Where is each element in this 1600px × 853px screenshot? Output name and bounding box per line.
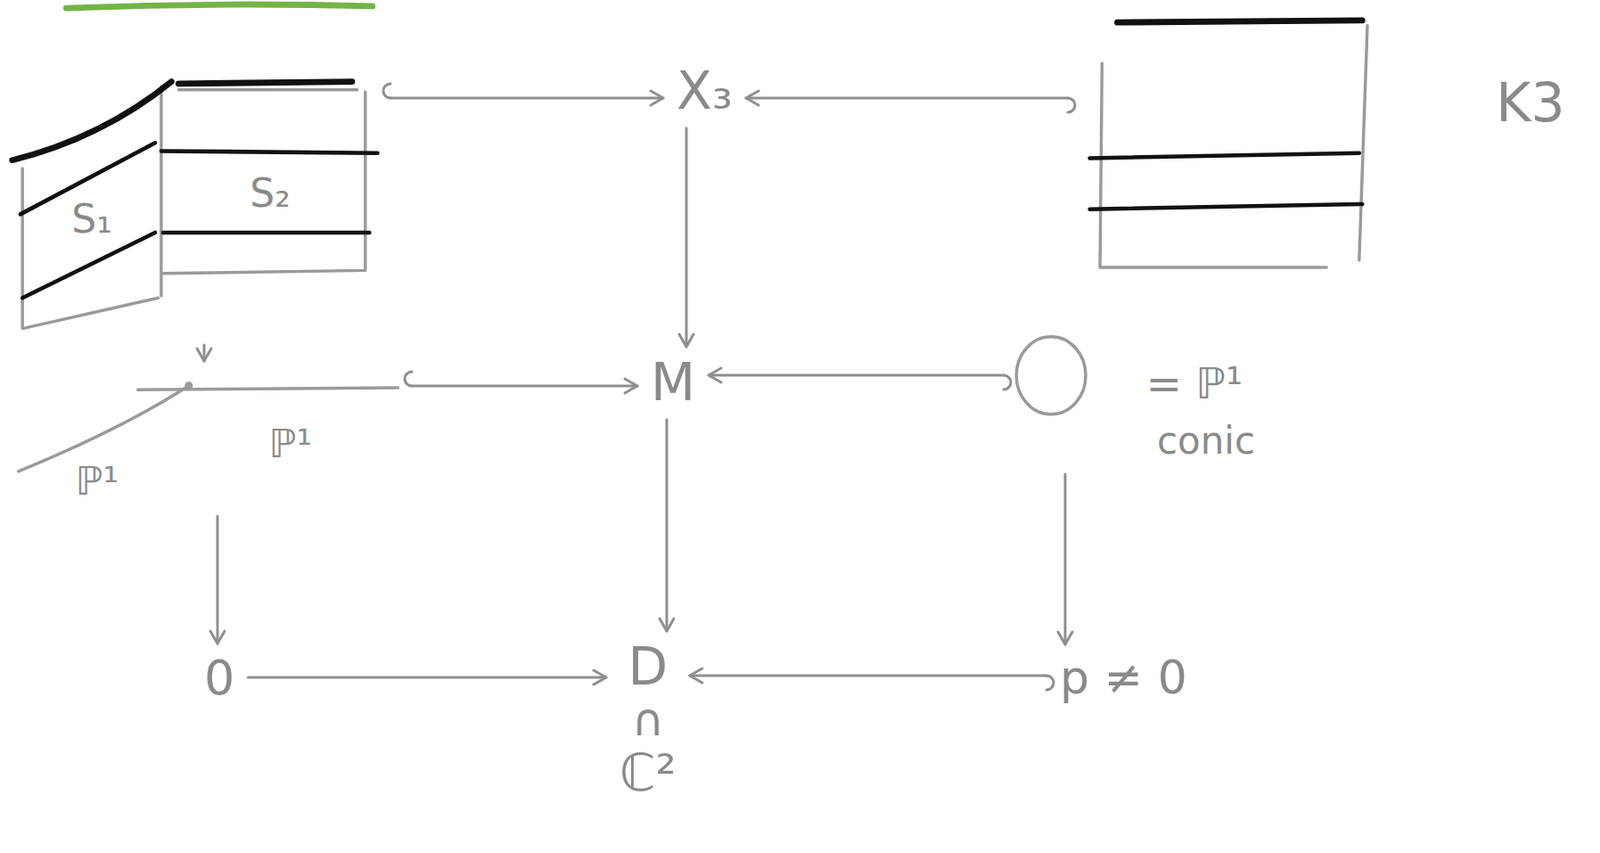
- conic-circle: [1016, 336, 1086, 415]
- map-arrow: [689, 674, 1047, 678]
- arrow-group: [196, 344, 212, 362]
- arrowhead: [650, 90, 664, 106]
- fibre: [1090, 204, 1363, 210]
- map-arrow: [665, 419, 669, 632]
- map-arrow: [247, 676, 607, 680]
- curve-picture: ℙ¹ ℙ¹: [13, 367, 406, 510]
- math-label: ∩: [631, 696, 665, 746]
- map-arrow: [216, 516, 220, 644]
- map-arrow: [708, 374, 1004, 378]
- math-label: S₁: [71, 199, 113, 239]
- panel-edge: [1099, 63, 1327, 268]
- arrowhead: [196, 348, 212, 362]
- inclusion-hook: [383, 83, 391, 99]
- arrow-group: [746, 90, 1075, 113]
- arrowhead: [679, 334, 694, 347]
- arrow-group: [689, 668, 1054, 690]
- math-label: S₂: [249, 173, 291, 214]
- arrow-group: [210, 516, 225, 644]
- arrow-group: [247, 670, 607, 685]
- k3-picture: K3: [1074, 10, 1596, 279]
- highlight-stroke: [65, 4, 372, 9]
- moduli-label: M: [643, 352, 703, 414]
- fibre: [163, 230, 370, 236]
- math-label: M: [650, 354, 696, 412]
- arrowhead: [624, 378, 638, 394]
- panel-edge: [163, 90, 366, 274]
- fibre: [22, 232, 156, 298]
- panel-edge: [1359, 25, 1368, 261]
- math-label: ℙ¹: [75, 461, 120, 501]
- inclusion-hook: [1067, 98, 1075, 113]
- math-label: = ℙ¹: [1146, 361, 1243, 405]
- fibre: [178, 82, 353, 84]
- arrowhead: [708, 368, 722, 383]
- map-arrow: [746, 97, 1068, 100]
- fibre: [1090, 153, 1360, 159]
- math-label: ℂ²: [619, 745, 677, 803]
- fibre: [1117, 20, 1363, 23]
- math-label: D: [628, 639, 669, 697]
- arrow-group: [679, 128, 694, 347]
- arrowhead: [746, 90, 759, 106]
- math-label: conic: [1156, 422, 1256, 460]
- map-arrow: [1064, 474, 1067, 645]
- inclusion-hook: [1046, 675, 1054, 690]
- arrow-group: [659, 419, 674, 632]
- map-arrow: [390, 97, 664, 100]
- conic-node: = ℙ¹ conic: [1009, 338, 1313, 468]
- arrow-group: [708, 368, 1011, 390]
- point-label: p ≠ 0: [1052, 650, 1195, 706]
- arrowhead: [659, 618, 674, 632]
- arrowhead: [593, 670, 607, 685]
- math-label: X₃: [676, 63, 733, 121]
- math-label: K3: [1495, 75, 1566, 130]
- domain-label: D∩ℂ²: [612, 637, 684, 805]
- inclusion-hook: [1003, 375, 1011, 390]
- math-label: 0: [204, 651, 235, 705]
- space-label: X₃: [669, 61, 740, 123]
- surface-outline: [18, 25, 1368, 472]
- fibre: [161, 150, 378, 153]
- map-arrow: [411, 385, 638, 388]
- map-arrow: [685, 128, 689, 347]
- arrowhead: [689, 668, 703, 683]
- curve: [138, 387, 399, 390]
- point-label: 0: [196, 649, 242, 706]
- arrow-group: [383, 83, 664, 106]
- arrow-group: [404, 371, 638, 394]
- math-label: p ≠ 0: [1059, 652, 1188, 704]
- node-point: [184, 381, 193, 390]
- inclusion-hook: [404, 371, 412, 386]
- curve: [18, 385, 189, 472]
- arrowhead: [1058, 631, 1073, 645]
- panel-edge: [22, 168, 158, 329]
- arrow-group: [1058, 474, 1073, 645]
- arrowhead: [210, 631, 225, 644]
- math-label: ℙ¹: [269, 424, 313, 464]
- panel-edge: [159, 86, 163, 296]
- surface-picture: S₁ S₂: [9, 71, 385, 339]
